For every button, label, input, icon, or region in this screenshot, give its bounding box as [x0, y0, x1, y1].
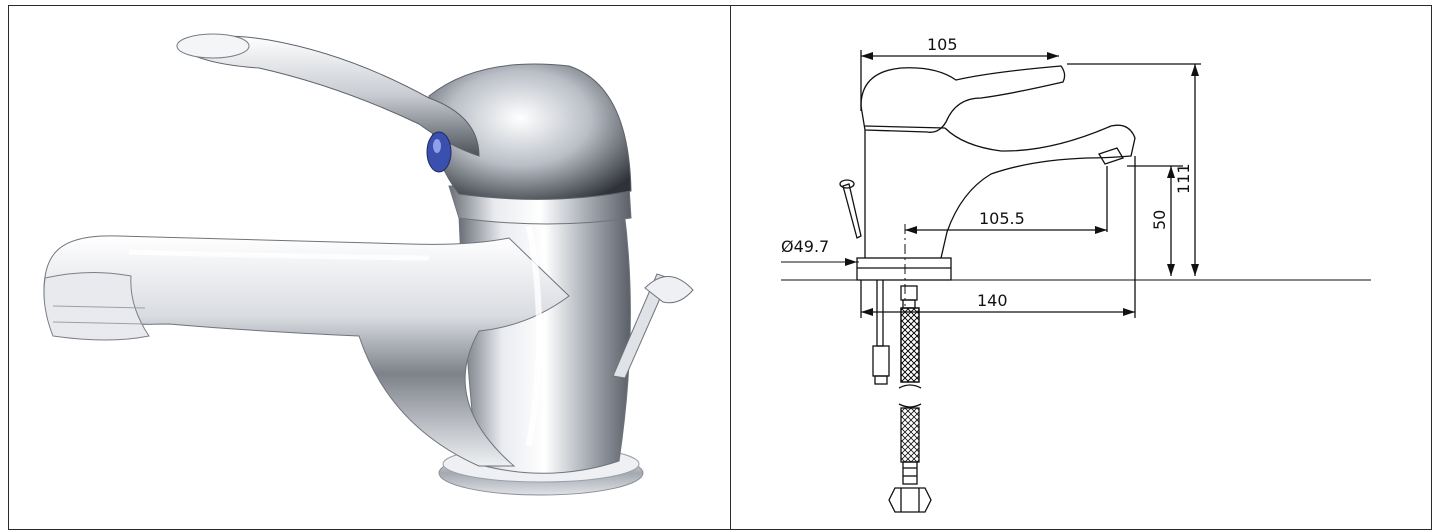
product-photo-panel: [8, 5, 731, 530]
dim-outlet-height: 50: [1150, 210, 1169, 230]
dim-base-diameter: Ø49.7: [781, 237, 829, 256]
dim-total-height: 111: [1174, 163, 1193, 194]
faucet-technical-drawing: 105 Ø49.7: [781, 35, 1371, 513]
technical-drawing-panel: 105 Ø49.7: [730, 5, 1432, 530]
dim-spout-reach: 105.5: [979, 209, 1025, 228]
dim-top-width: 105: [927, 35, 958, 54]
dim-total-reach: 140: [977, 291, 1008, 310]
faucet-photo: [43, 33, 694, 496]
